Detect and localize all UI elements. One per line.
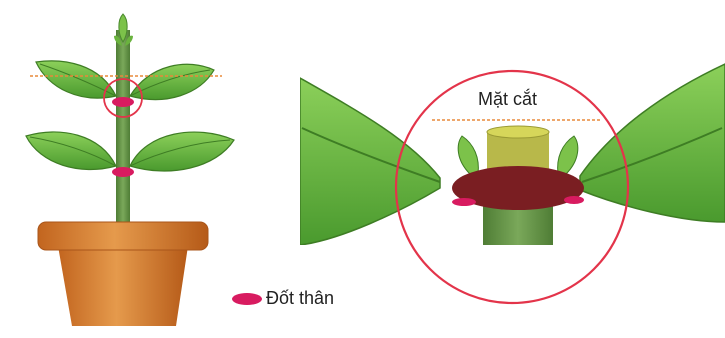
legend-node-swatch (232, 293, 262, 305)
side-bud-right (558, 136, 578, 174)
cross-section-label: Mặt cắt (478, 89, 537, 110)
node-edge-right (564, 196, 584, 204)
side-bud-left (458, 136, 478, 174)
pot-rim (38, 222, 208, 250)
legend-node-label: Đốt thân (266, 288, 334, 309)
potted-plant (26, 14, 234, 326)
zoom-leaf-left (300, 78, 440, 245)
legend: Đốt thân (232, 288, 334, 309)
leaf-upper-right (130, 64, 214, 99)
leaf-lower-left (26, 132, 116, 170)
leaf-lower-right (130, 132, 234, 171)
cut-surface (487, 126, 549, 138)
stem-node-lower (112, 167, 134, 177)
zoom-leaf-right (580, 64, 725, 222)
node-edge-left (452, 198, 476, 206)
stem-node-upper (112, 97, 134, 107)
plant-stem (116, 30, 130, 230)
pot-body (58, 246, 188, 326)
